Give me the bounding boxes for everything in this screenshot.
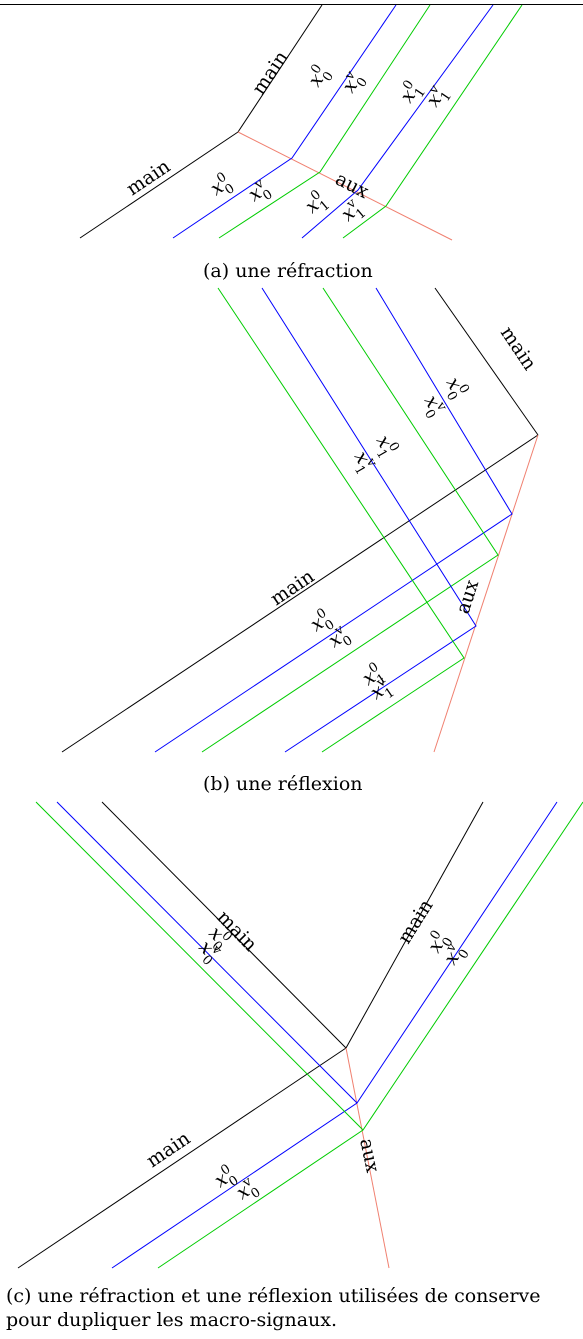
xv-signal [217,287,465,753]
x0-v-label: xv0 [243,175,275,210]
svg-text:xv0: xv0 [336,67,371,99]
main-label: main [122,155,174,200]
svg-text:x01: x01 [300,187,333,222]
main-line [17,1047,347,1269]
x1-0-label: x01 [394,77,429,109]
svg-text:x00: x00 [302,61,337,93]
xv-signal [35,801,364,1131]
main-line [345,801,484,1049]
main-label: main [248,47,293,99]
caption-c-line2: pour dupliquer les macro-signaux. [6,1309,338,1331]
aux-label: aux [355,1136,384,1174]
main-line [79,131,239,239]
top-rule [0,4,583,5]
aux-line [237,131,453,241]
caption-a: (a) une réfraction [203,260,373,282]
svg-text:xv0: xv0 [243,175,275,210]
main-line [61,434,539,753]
x0-0-label: x00 [205,169,237,204]
x0-0-label: x00 [302,61,337,93]
aux-line [433,434,539,753]
x0-v-label: xv0 [336,67,371,99]
main-line [434,287,539,436]
x1-v-label: xv1 [345,447,380,478]
x1-v-label: xv1 [336,195,369,230]
main-label: main [496,322,541,374]
svg-text:x01: x01 [394,77,429,109]
x1-0-label: x01 [300,187,333,222]
x0-signal [111,801,558,1269]
caption-c-line1: (c) une réfraction et une réflexion util… [6,1285,541,1307]
xv-signal [342,4,523,239]
x0-signal [56,801,358,1104]
svg-text:xv1: xv1 [336,195,369,230]
aux-line [345,1047,390,1269]
caption-b: (b) une réflexion [203,773,363,795]
x0-signal [261,287,477,753]
xv-signal [157,801,583,1269]
x0-signal [301,4,494,239]
diagram-c: main main main aux x00 xv0 x00 xv0 x00 x… [17,801,583,1269]
svg-text:xv1: xv1 [420,81,455,113]
x0-signal [172,4,397,239]
xv-signal [201,287,499,753]
main-line [237,4,323,133]
xv-signal [218,4,431,239]
main-label: main [142,1127,194,1172]
main-line [101,801,347,1049]
diagram-b: main main aux x00 xv0 x01 xv1 x00 xv0 x0… [61,287,541,753]
x0-signal [154,287,513,753]
svg-text:xv1: xv1 [345,447,380,478]
diagram-a: main main aux x00 xv0 x00 xv0 x01 xv1 x0… [79,4,523,241]
main-label: main [266,565,318,610]
svg-text:x00: x00 [205,169,237,204]
x1-v-label: xv1 [420,81,455,113]
aux-label: aux [332,168,373,203]
